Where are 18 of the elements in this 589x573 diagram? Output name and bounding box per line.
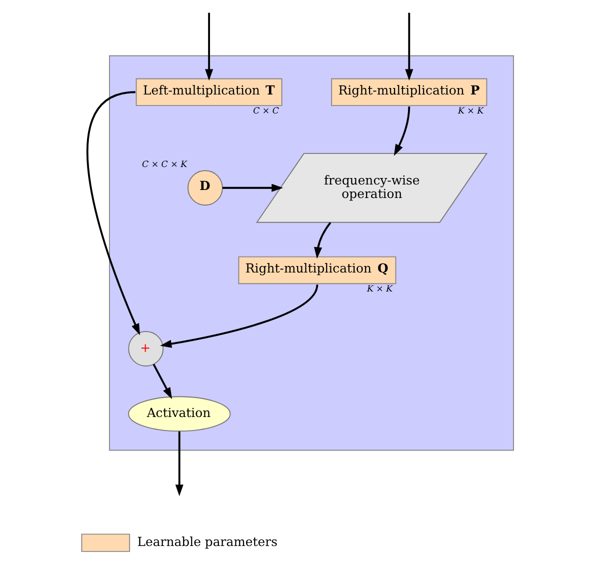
arrow bbox=[86, 91, 140, 336]
arrow bbox=[152, 364, 172, 400]
arrow bbox=[405, 12, 414, 81]
arrow bbox=[205, 12, 214, 81]
legend-label: Learnable parameters bbox=[137, 534, 278, 550]
arrow bbox=[314, 222, 332, 259]
node-circle: + bbox=[128, 331, 164, 366]
arrow bbox=[175, 431, 184, 496]
node-label: C × C bbox=[253, 106, 279, 116]
node-label: K × K bbox=[367, 284, 393, 294]
cluster bbox=[109, 55, 514, 451]
node-label: C × C × K bbox=[142, 160, 188, 170]
arrow bbox=[160, 284, 318, 348]
arrow bbox=[222, 184, 284, 192]
arrow bbox=[394, 106, 410, 156]
node-circle: D bbox=[188, 170, 223, 206]
node-ellipse: Activation bbox=[128, 396, 231, 432]
node-label: K × K bbox=[458, 106, 484, 116]
